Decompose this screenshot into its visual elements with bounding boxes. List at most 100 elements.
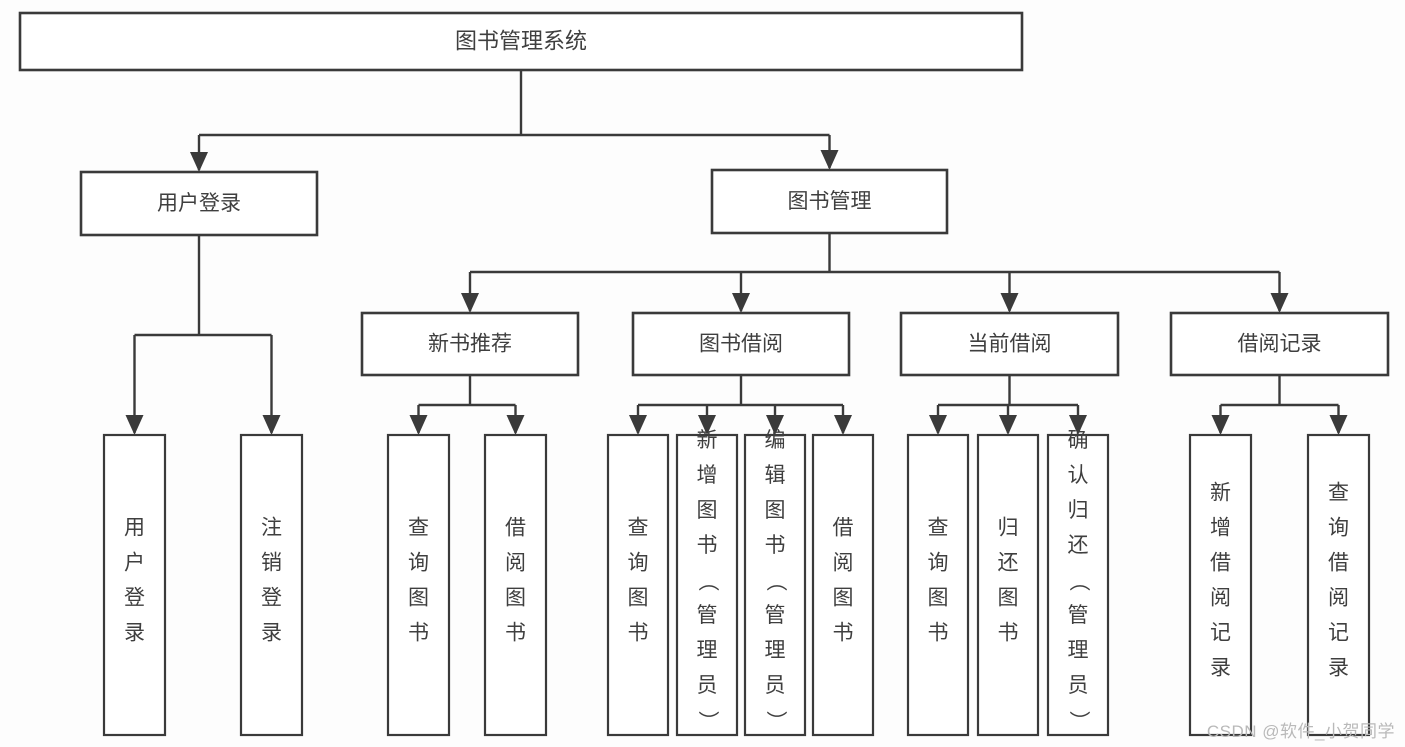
arrow-head-icon <box>766 415 784 435</box>
node-user-login[interactable] <box>79 170 319 237</box>
node-book-borrow[interactable] <box>631 311 851 377</box>
node-leaf-add-record[interactable] <box>1188 433 1253 737</box>
node-leaf-query-book-1[interactable] <box>386 433 451 737</box>
node-leaf-logout[interactable] <box>239 433 304 737</box>
svg-text:理: 理 <box>1068 639 1089 662</box>
node-leaf-edit-book[interactable] <box>743 433 807 737</box>
svg-text:图: 图 <box>697 499 718 522</box>
leaf-borrow-book-2-box <box>811 433 875 737</box>
svg-text:书: 书 <box>833 622 854 645</box>
node-leaf-user-login[interactable] <box>102 433 167 737</box>
svg-text:借: 借 <box>505 517 526 540</box>
svg-text:（: （ <box>1067 571 1090 592</box>
leaf-logout-box <box>239 433 304 737</box>
root-title-box <box>18 11 1024 72</box>
current-borrow-box <box>899 311 1120 377</box>
node-root[interactable] <box>18 11 1024 72</box>
arrow-head-icon <box>1270 293 1289 313</box>
svg-text:）: ） <box>696 711 719 732</box>
node-current-borrow[interactable] <box>899 311 1120 377</box>
svg-text:询: 询 <box>628 552 649 575</box>
arrow-head-icon <box>929 415 947 435</box>
node-borrow-records[interactable] <box>1169 311 1390 377</box>
svg-text:阅: 阅 <box>833 552 854 575</box>
arrow-head-icon <box>125 415 144 435</box>
svg-text:确: 确 <box>1068 429 1089 452</box>
node-leaf-borrow-book-1[interactable] <box>483 433 548 737</box>
svg-text:书: 书 <box>928 622 949 645</box>
svg-text:新: 新 <box>1210 482 1231 505</box>
svg-text:询: 询 <box>408 552 429 575</box>
svg-text:认: 认 <box>1068 464 1089 487</box>
svg-text:图: 图 <box>765 499 786 522</box>
node-leaf-add-book[interactable] <box>675 433 739 737</box>
node-new-book-recommend[interactable] <box>360 311 580 377</box>
svg-text:图: 图 <box>998 587 1019 610</box>
svg-text:增: 增 <box>697 464 718 487</box>
leaf-borrow-book-1-box <box>483 433 548 737</box>
svg-text:阅: 阅 <box>1210 587 1231 610</box>
arrow-head-icon <box>732 293 750 313</box>
node-leaf-return-book[interactable] <box>976 433 1040 737</box>
arrow-head-icon <box>1069 415 1087 435</box>
node-label-user-login: 用户登录 <box>157 192 241 215</box>
node-leaf-confirm-return[interactable] <box>1046 433 1110 737</box>
arrow-head-icon <box>999 415 1017 435</box>
svg-text:书: 书 <box>697 534 718 557</box>
svg-text:员: 员 <box>697 674 718 697</box>
svg-text:书: 书 <box>408 622 429 645</box>
arrow-head-icon <box>1329 415 1348 435</box>
arrow-head-icon <box>698 415 716 435</box>
svg-text:录: 录 <box>1328 657 1349 680</box>
svg-text:书: 书 <box>765 534 786 557</box>
svg-text:录: 录 <box>1210 657 1231 680</box>
svg-text:管: 管 <box>697 604 718 627</box>
book-borrow-box <box>631 311 851 377</box>
svg-text:阅: 阅 <box>505 552 526 575</box>
arrow-head-icon <box>506 415 525 435</box>
svg-text:询: 询 <box>928 552 949 575</box>
svg-text:查: 查 <box>408 517 429 540</box>
leaf-query-record-box <box>1306 433 1371 737</box>
book-management-box <box>710 168 949 235</box>
svg-text:书: 书 <box>998 622 1019 645</box>
svg-text:理: 理 <box>765 639 786 662</box>
watermark-label: CSDN @软件_小贺同学 <box>1206 722 1395 741</box>
node-leaf-query-book-2[interactable] <box>606 433 670 737</box>
svg-text:）: ） <box>764 711 787 732</box>
leaf-query-book-1-box <box>386 433 451 737</box>
arrow-head-icon <box>190 152 208 172</box>
leaf-query-book-2-box <box>606 433 670 737</box>
node-leaf-query-record[interactable] <box>1306 433 1371 737</box>
svg-text:管: 管 <box>765 604 786 627</box>
arrow-head-icon <box>629 415 647 435</box>
svg-text:图: 图 <box>833 587 854 610</box>
svg-text:归: 归 <box>1068 499 1089 522</box>
user-login-box <box>79 170 319 237</box>
svg-text:图: 图 <box>628 587 649 610</box>
svg-text:编: 编 <box>765 429 786 452</box>
node-label-book-management: 图书管理 <box>788 190 872 213</box>
node-book-management[interactable] <box>710 168 949 235</box>
svg-text:图: 图 <box>505 587 526 610</box>
svg-text:查: 查 <box>1328 482 1349 505</box>
node-label-borrow-records: 借阅记录 <box>1238 333 1322 356</box>
arrow-head-icon <box>1211 415 1230 435</box>
svg-text:（: （ <box>764 571 787 592</box>
node-label-book-borrow: 图书借阅 <box>699 333 783 356</box>
node-leaf-query-book-3[interactable] <box>906 433 970 737</box>
node-leaf-borrow-book-2[interactable] <box>811 433 875 737</box>
connector-layer <box>125 70 1348 435</box>
arrow-head-icon <box>1000 293 1019 313</box>
svg-text:增: 增 <box>1210 517 1231 540</box>
svg-text:录: 录 <box>261 622 282 645</box>
